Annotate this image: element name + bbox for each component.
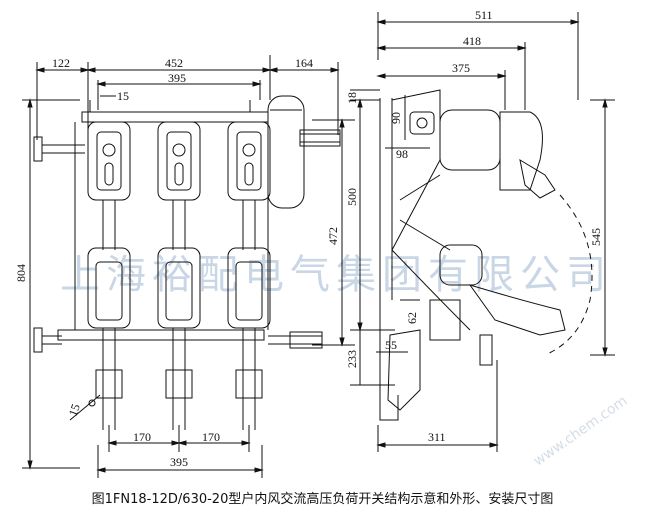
dim-375: 375 (452, 61, 470, 75)
dim-55: 55 (385, 338, 397, 352)
dim-472: 472 (326, 227, 340, 245)
dim-804: 804 (14, 264, 28, 282)
dim-233: 233 (345, 350, 359, 368)
dim-452: 452 (165, 56, 183, 70)
dim-122: 122 (52, 56, 70, 70)
dim-62: 62 (405, 312, 419, 324)
dim-418: 418 (463, 34, 481, 48)
dim-98: 98 (396, 147, 408, 161)
dim-18: 18 (345, 92, 359, 104)
dim-395-bottom: 395 (170, 455, 188, 469)
phase-right (227, 121, 271, 430)
dim-311: 311 (428, 430, 446, 444)
watermark-company: 上海裕配电气集团有限公司 (60, 252, 612, 298)
dim-545: 545 (589, 228, 603, 246)
dim-500: 500 (345, 188, 359, 206)
side-view (350, 12, 615, 452)
watermark-site: www.chem.com (531, 393, 631, 470)
phase-left (87, 121, 131, 430)
dim-164: 164 (295, 56, 313, 70)
phase-middle (157, 121, 201, 430)
dim-170-right: 170 (202, 430, 220, 444)
figure-caption: 图1FN18-12D/630-20型户内风交流高压负荷开关结构示意和外形、安装尺… (91, 492, 554, 507)
dim-15-bottom: 15 (66, 402, 83, 418)
front-view (22, 55, 355, 478)
dim-511: 511 (475, 8, 493, 22)
dim-170-left: 170 (133, 430, 151, 444)
dim-15-top: 15 (117, 89, 129, 103)
dim-395-top: 395 (168, 71, 186, 85)
dim-90: 90 (389, 112, 403, 124)
dimension-labels: 122 452 164 395 15 804 472 15 170 170 39… (14, 8, 603, 469)
